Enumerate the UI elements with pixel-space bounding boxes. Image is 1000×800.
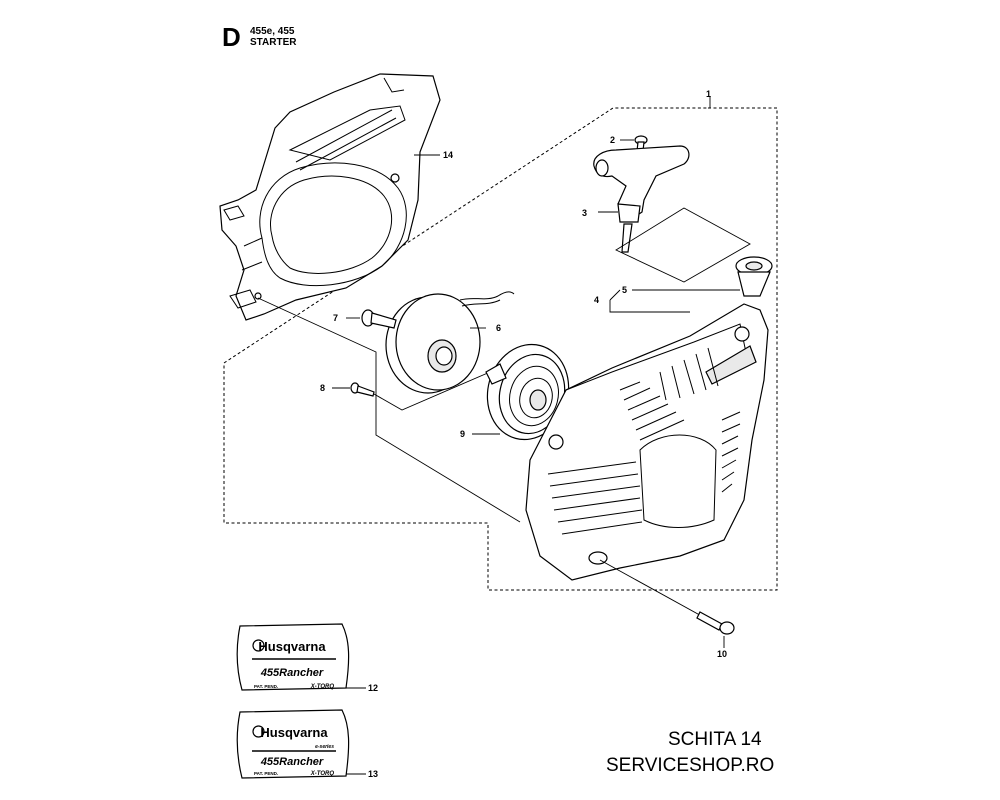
model-numbers: 455e, 455 — [250, 26, 295, 37]
sketch-number: SCHITA 14 — [668, 729, 762, 750]
part-7-screw — [361, 309, 397, 329]
husqvarna-logo-icon — [252, 725, 265, 738]
callout-13: 13 — [368, 769, 378, 779]
section-letter: D — [222, 22, 241, 52]
decal-13: Husqvarna e-series 455Rancher PAT. PEND.… — [236, 709, 350, 779]
callout-1: 1 — [706, 89, 711, 99]
decal-12-small-text: PAT. PEND. — [254, 684, 278, 689]
assembly-boundary — [223, 107, 778, 591]
callout-bracket-4 — [609, 289, 690, 313]
callout-5: 5 — [622, 285, 627, 295]
callout-6: 6 — [496, 323, 501, 333]
decal-13-feature: X-TORQ — [310, 771, 335, 777]
callout-3: 3 — [582, 208, 587, 218]
alignment-line-screw — [373, 371, 491, 411]
callout-8: 8 — [320, 383, 325, 393]
part-3-handle — [593, 145, 690, 253]
callout-7: 7 — [333, 313, 338, 323]
shop-name: SERVICESHOP.RO — [606, 755, 775, 776]
decal-13-model: 455Rancher — [260, 756, 324, 768]
alignment-line-housing — [257, 297, 521, 523]
part-14-housing — [219, 73, 441, 321]
decal-12-model: 455Rancher — [260, 667, 324, 679]
part-8-screw — [350, 382, 375, 397]
decal-13-series: e-series — [315, 744, 334, 750]
section-title: STARTER — [250, 37, 297, 48]
decal-12-brand: Husqvarna — [258, 639, 326, 654]
part-6-pulley — [385, 291, 515, 394]
alignment-line-handle — [615, 207, 751, 283]
decal-13-brand: Husqvarna — [260, 725, 328, 740]
part-5-rope-guide — [735, 256, 773, 297]
callout-14: 14 — [443, 150, 453, 160]
alignment-line-screw-10 — [599, 559, 717, 625]
decal-12-feature: X-TORQ — [310, 684, 335, 690]
part-4-starter-cover — [525, 303, 769, 581]
callout-9: 9 — [460, 429, 465, 439]
callout-4: 4 — [594, 295, 599, 305]
part-10-screw — [696, 611, 735, 635]
callout-2: 2 — [610, 135, 615, 145]
callout-12: 12 — [368, 683, 378, 693]
decal-12: Husqvarna 455Rancher PAT. PEND. X-TORQ — [236, 623, 350, 691]
decal-13-small-text: PAT. PEND. — [254, 771, 278, 776]
callout-10: 10 — [717, 649, 727, 659]
husqvarna-logo-icon — [252, 639, 265, 652]
